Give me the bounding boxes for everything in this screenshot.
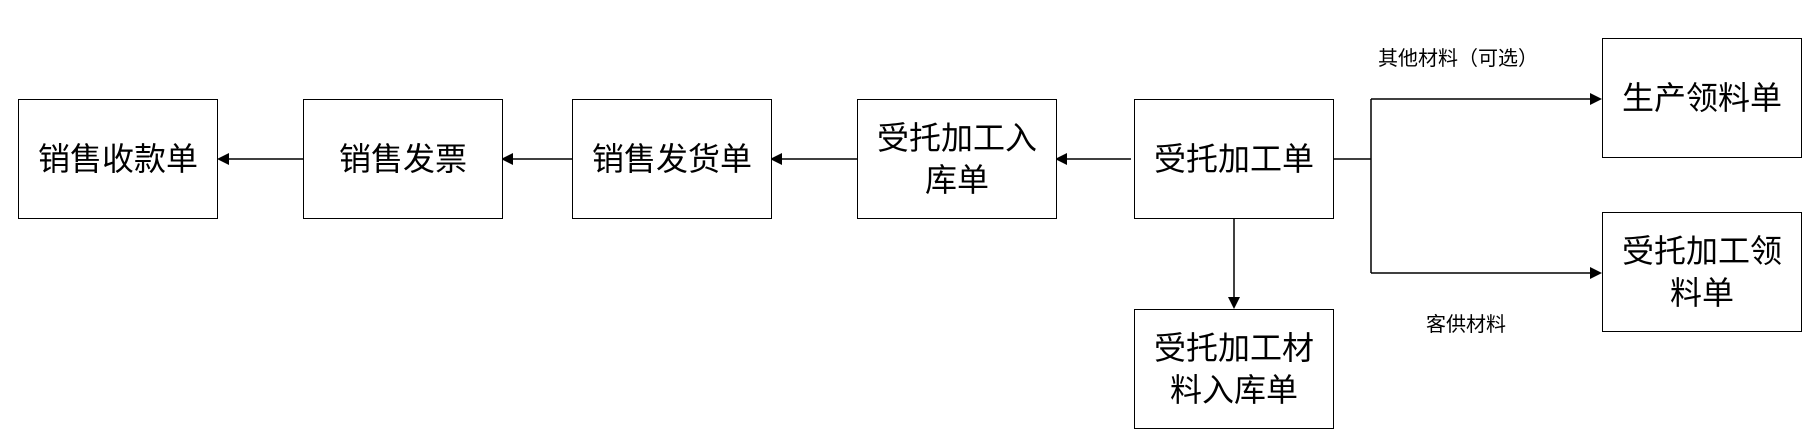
node-production-pick: 生产领料单 bbox=[1602, 38, 1802, 158]
node-consign-pick: 受托加工领 料单 bbox=[1602, 212, 1802, 332]
node-sales-delivery: 销售发货单 bbox=[572, 99, 772, 219]
node-sales-receipt: 销售收款单 bbox=[18, 99, 218, 219]
node-consign-material-in: 受托加工材 料入库单 bbox=[1134, 309, 1334, 429]
node-label: 受托加工领 料单 bbox=[1621, 232, 1782, 312]
edge-label-customer-materials: 客供材料 bbox=[1426, 312, 1506, 336]
node-consign-in: 受托加工入 库单 bbox=[857, 99, 1057, 219]
node-label: 受托加工材 料入库单 bbox=[1153, 329, 1314, 409]
node-sales-invoice: 销售发票 bbox=[303, 99, 503, 219]
node-label: 销售发货单 bbox=[591, 140, 752, 178]
node-label: 受托加工单 bbox=[1153, 140, 1314, 178]
node-label: 生产领料单 bbox=[1621, 79, 1782, 117]
node-label: 受托加工入 库单 bbox=[876, 119, 1037, 199]
node-consign-order: 受托加工单 bbox=[1134, 99, 1334, 219]
edge-label-other-materials: 其他材料（可选） bbox=[1378, 46, 1538, 70]
node-label: 销售发票 bbox=[338, 140, 467, 178]
node-label: 销售收款单 bbox=[37, 140, 198, 178]
